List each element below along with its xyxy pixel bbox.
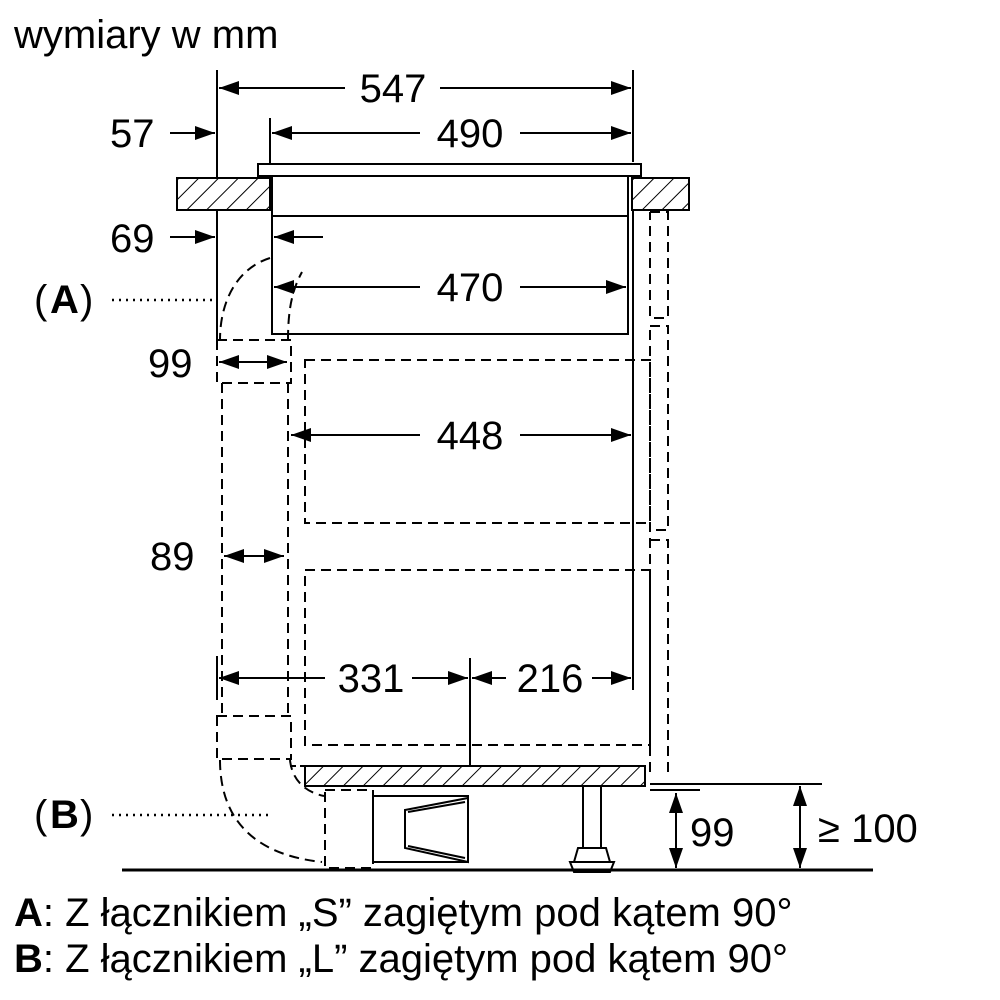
duct-connector-lower (216, 715, 292, 760)
callout-b-open: ( (34, 793, 48, 837)
legend-a-key: A (14, 891, 43, 935)
duct-end-box (324, 789, 374, 869)
worktop-right (631, 177, 690, 211)
legend-a: A: Z łącznikiem „S” zagiętym pod kątem 9… (14, 891, 792, 935)
dim-99a-label: 99 (148, 342, 193, 386)
dim-99b-label: 99 (690, 811, 735, 855)
dim-470-label: 470 (437, 266, 504, 310)
drawer-upper (304, 359, 651, 524)
drawer-lower (304, 569, 651, 746)
callout-a-letter: A (50, 278, 79, 322)
plinth-fan-unit (372, 795, 469, 864)
callout-a-close: ) (80, 278, 93, 322)
callout-b-close: ) (80, 793, 93, 837)
dim-448-label: 448 (437, 414, 504, 458)
hob-lower-body (271, 215, 629, 335)
dim-547-label: 547 (360, 67, 427, 111)
dim-69-label: 69 (110, 217, 155, 261)
dim-490-label: 490 (437, 112, 504, 156)
legend-b-key: B (14, 937, 43, 981)
hob-glass-top (257, 163, 642, 177)
legend-b-text: : Z łącznikiem „L” zagiętym pod kątem 90… (43, 937, 788, 981)
worktop-left (176, 177, 271, 211)
dim-100-label: ≥ 100 (818, 807, 918, 851)
hob-upper-body (271, 175, 629, 217)
l-connector-bend (219, 759, 325, 863)
cabinet-foot (568, 785, 616, 873)
legend-a-text: : Z łącznikiem „S” zagiętym pod kątem 90… (43, 891, 793, 935)
dim-216-label: 216 (517, 657, 584, 701)
dim-331-label: 331 (338, 657, 405, 701)
dim-89-label: 89 (150, 535, 195, 579)
callout-b-letter: B (50, 793, 79, 837)
dim-57-label: 57 (110, 112, 155, 156)
right-side-dashed-profile (649, 211, 669, 776)
drawing-title: wymiary w mm (13, 13, 278, 57)
s-connector-bend (219, 257, 303, 341)
callout-a-open: ( (34, 278, 48, 322)
cabinet-bottom-board (304, 765, 646, 787)
vertical-duct (221, 383, 289, 716)
legend-b: B: Z łącznikiem „L” zagiętym pod kątem 9… (14, 937, 788, 981)
